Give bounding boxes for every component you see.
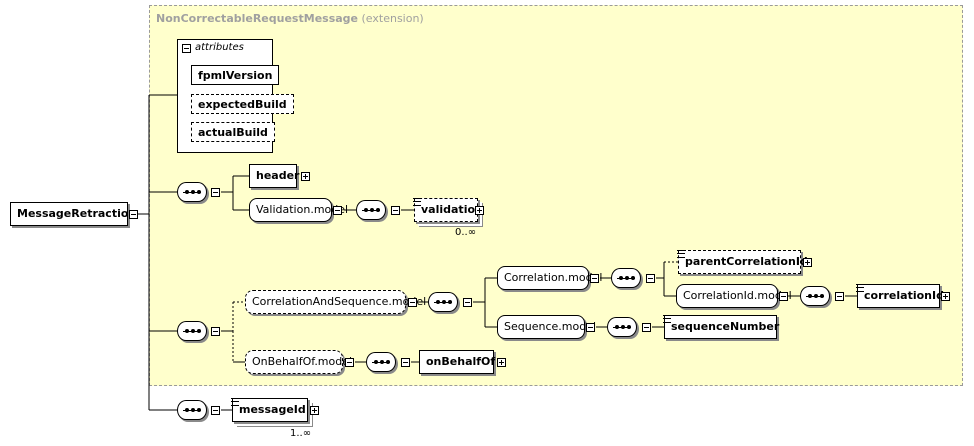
- element-correlation-id[interactable]: correlationId: [856, 284, 944, 308]
- element-parent-correlation-id[interactable]: parentCorrelationId: [677, 250, 808, 274]
- root-collapse-toggle[interactable]: [129, 210, 138, 219]
- message-id-expand-toggle[interactable]: [310, 406, 319, 415]
- corr-seq-model-toggle[interactable]: [408, 298, 417, 307]
- root-element[interactable]: MessageRetraction: [10, 202, 136, 226]
- sequence-compositor-sequence: [607, 317, 637, 337]
- element-validation[interactable]: validation: [413, 198, 483, 222]
- sequence-compositor-2: [177, 321, 207, 341]
- sequence-compositor-correlation-id: [800, 286, 830, 306]
- sequence-2-toggle[interactable]: [211, 327, 220, 336]
- annotation-icon: [856, 284, 864, 292]
- parent-correlation-id-expand-toggle[interactable]: [803, 258, 812, 267]
- group-sequence-model[interactable]: Sequence.model: [497, 315, 596, 339]
- sequence-compositor-on-behalf-of: [366, 352, 396, 372]
- group-correlation-model[interactable]: Correlation.model: [497, 266, 602, 290]
- group-validation-model[interactable]: Validation.model: [249, 198, 348, 222]
- element-header[interactable]: header: [249, 164, 299, 188]
- sequence-3-toggle[interactable]: [211, 406, 220, 415]
- sequence-model-toggle[interactable]: [586, 323, 595, 332]
- header-expand-toggle[interactable]: [301, 172, 310, 181]
- message-id-cardinality: 1..∞: [290, 428, 312, 439]
- validation-label: validation: [421, 203, 483, 216]
- on-behalf-of-model-toggle[interactable]: [345, 358, 354, 367]
- sequence-correlation-id-toggle[interactable]: [835, 292, 844, 301]
- group-correlation-and-sequence-model[interactable]: CorrelationAndSequence.model: [245, 290, 426, 314]
- sequence-compositor-3: [177, 400, 207, 420]
- extension-name: NonCorrectableRequestMessage: [156, 12, 359, 25]
- group-correlation-id-model[interactable]: CorrelationId.model: [676, 284, 792, 308]
- element-sequence-number[interactable]: sequenceNumber: [663, 315, 780, 339]
- annotation-icon: [231, 398, 239, 406]
- sequence-sequence-toggle[interactable]: [642, 323, 651, 332]
- on-behalf-of-expand-toggle[interactable]: [497, 358, 506, 367]
- extension-suffix: (extension): [361, 12, 424, 25]
- correlation-id-expand-toggle[interactable]: [941, 292, 950, 301]
- message-id-label: messageId: [239, 403, 306, 416]
- sequence-corr-seq-toggle[interactable]: [463, 298, 472, 307]
- correlation-model-toggle[interactable]: [590, 274, 599, 283]
- validation-cardinality: 0..∞: [455, 227, 477, 238]
- sequence-1-toggle[interactable]: [211, 188, 220, 197]
- correlation-id-model-toggle[interactable]: [779, 292, 788, 301]
- group-on-behalf-of-model[interactable]: OnBehalfOf.model: [245, 350, 352, 374]
- validation-model-toggle[interactable]: [333, 206, 342, 215]
- annotation-icon: [677, 250, 685, 258]
- attributes-heading: attributes: [195, 42, 244, 53]
- element-message-id[interactable]: messageId: [231, 398, 308, 422]
- extension-title: NonCorrectableRequestMessage (extension): [156, 12, 424, 25]
- sequence-correlation-toggle[interactable]: [646, 274, 655, 283]
- sequence-compositor-validation: [356, 200, 386, 220]
- sequence-compositor-correlation: [611, 268, 641, 288]
- attribute-actual-build[interactable]: actualBuild: [191, 122, 275, 142]
- element-on-behalf-of[interactable]: onBehalfOf: [419, 350, 495, 374]
- parent-correlation-id-label: parentCorrelationId: [685, 255, 808, 268]
- annotation-icon: [663, 315, 671, 323]
- sequence-compositor-1: [177, 182, 207, 202]
- validation-expand-toggle[interactable]: [475, 206, 484, 215]
- annotation-icon: [413, 198, 421, 206]
- attribute-fpml-version[interactable]: fpmlVersion: [191, 65, 280, 85]
- attributes-panel: attributes fpmlVersion expectedBuild act…: [177, 39, 294, 153]
- attributes-collapse-toggle[interactable]: [182, 44, 191, 53]
- correlation-id-label: correlationId: [864, 289, 944, 302]
- sequence-compositor-corr-seq: [428, 292, 458, 312]
- attribute-expected-build[interactable]: expectedBuild: [191, 94, 294, 114]
- sequence-validation-toggle[interactable]: [391, 206, 400, 215]
- sequence-on-behalf-of-toggle[interactable]: [401, 358, 410, 367]
- sequence-number-label: sequenceNumber: [671, 320, 780, 333]
